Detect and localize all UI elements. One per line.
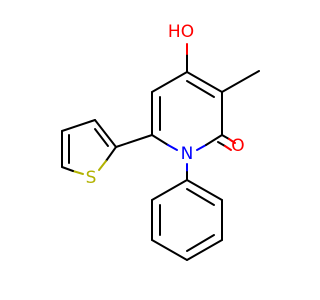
bond-c3-c4 bbox=[186, 71, 223, 93]
phenyl-bond-4-inner bbox=[186, 234, 215, 252]
bond-n1-c2 bbox=[205, 134, 223, 146]
thiophene-bond-c2-s bbox=[105, 146, 117, 162]
hydroxyl-label: HO bbox=[168, 22, 194, 42]
thiophene-bond-c3-c2 bbox=[94, 119, 117, 148]
bond-c6-n1 bbox=[151, 134, 169, 146]
phenyl-bond-3 bbox=[151, 239, 188, 261]
nitrogen-label: N bbox=[181, 144, 194, 164]
bond-c2-o-o bbox=[228, 138, 236, 144]
pyridinone-ring bbox=[151, 71, 223, 151]
bond-c2-o-second-o bbox=[224, 145, 232, 151]
phenyl-ring bbox=[151, 163, 223, 261]
bond-c6-n1-n bbox=[167, 144, 178, 151]
thiophene-ring: S bbox=[61, 119, 153, 188]
thiophene-bond-c2-s-s bbox=[98, 160, 107, 171]
carbonyl-group: O bbox=[217, 134, 245, 156]
bond-c2-o bbox=[221, 134, 230, 140]
phenyl-bond-4 bbox=[186, 239, 223, 261]
phenyl-bond-6-inner bbox=[186, 188, 215, 206]
molecule-structure: HO O N bbox=[61, 22, 260, 261]
thiophene-bond-s-c5 bbox=[61, 166, 74, 172]
thiophene-bond-c4-c3 bbox=[61, 119, 96, 132]
bond-c3-c4-inner bbox=[186, 80, 215, 98]
structure-canvas: HO O N bbox=[61, 22, 260, 261]
methyl-bond bbox=[221, 70, 260, 93]
bond-c2-o-second bbox=[217, 141, 226, 147]
carbonyl-oxygen-label: O bbox=[231, 136, 244, 156]
hydroxyl-group: HO bbox=[168, 22, 194, 73]
bond-n1-c2-n bbox=[196, 144, 207, 151]
thiophene-bond-s-c5-s bbox=[72, 170, 84, 175]
bond-c4-c5 bbox=[151, 71, 188, 93]
thiophene-bond-c3-c2-inner bbox=[94, 128, 109, 147]
bond-c6-thiophene bbox=[115, 134, 153, 148]
sulfur-label: S bbox=[86, 168, 97, 188]
phenyl-bond-6 bbox=[186, 179, 223, 201]
phenyl-bond-1 bbox=[151, 179, 188, 201]
